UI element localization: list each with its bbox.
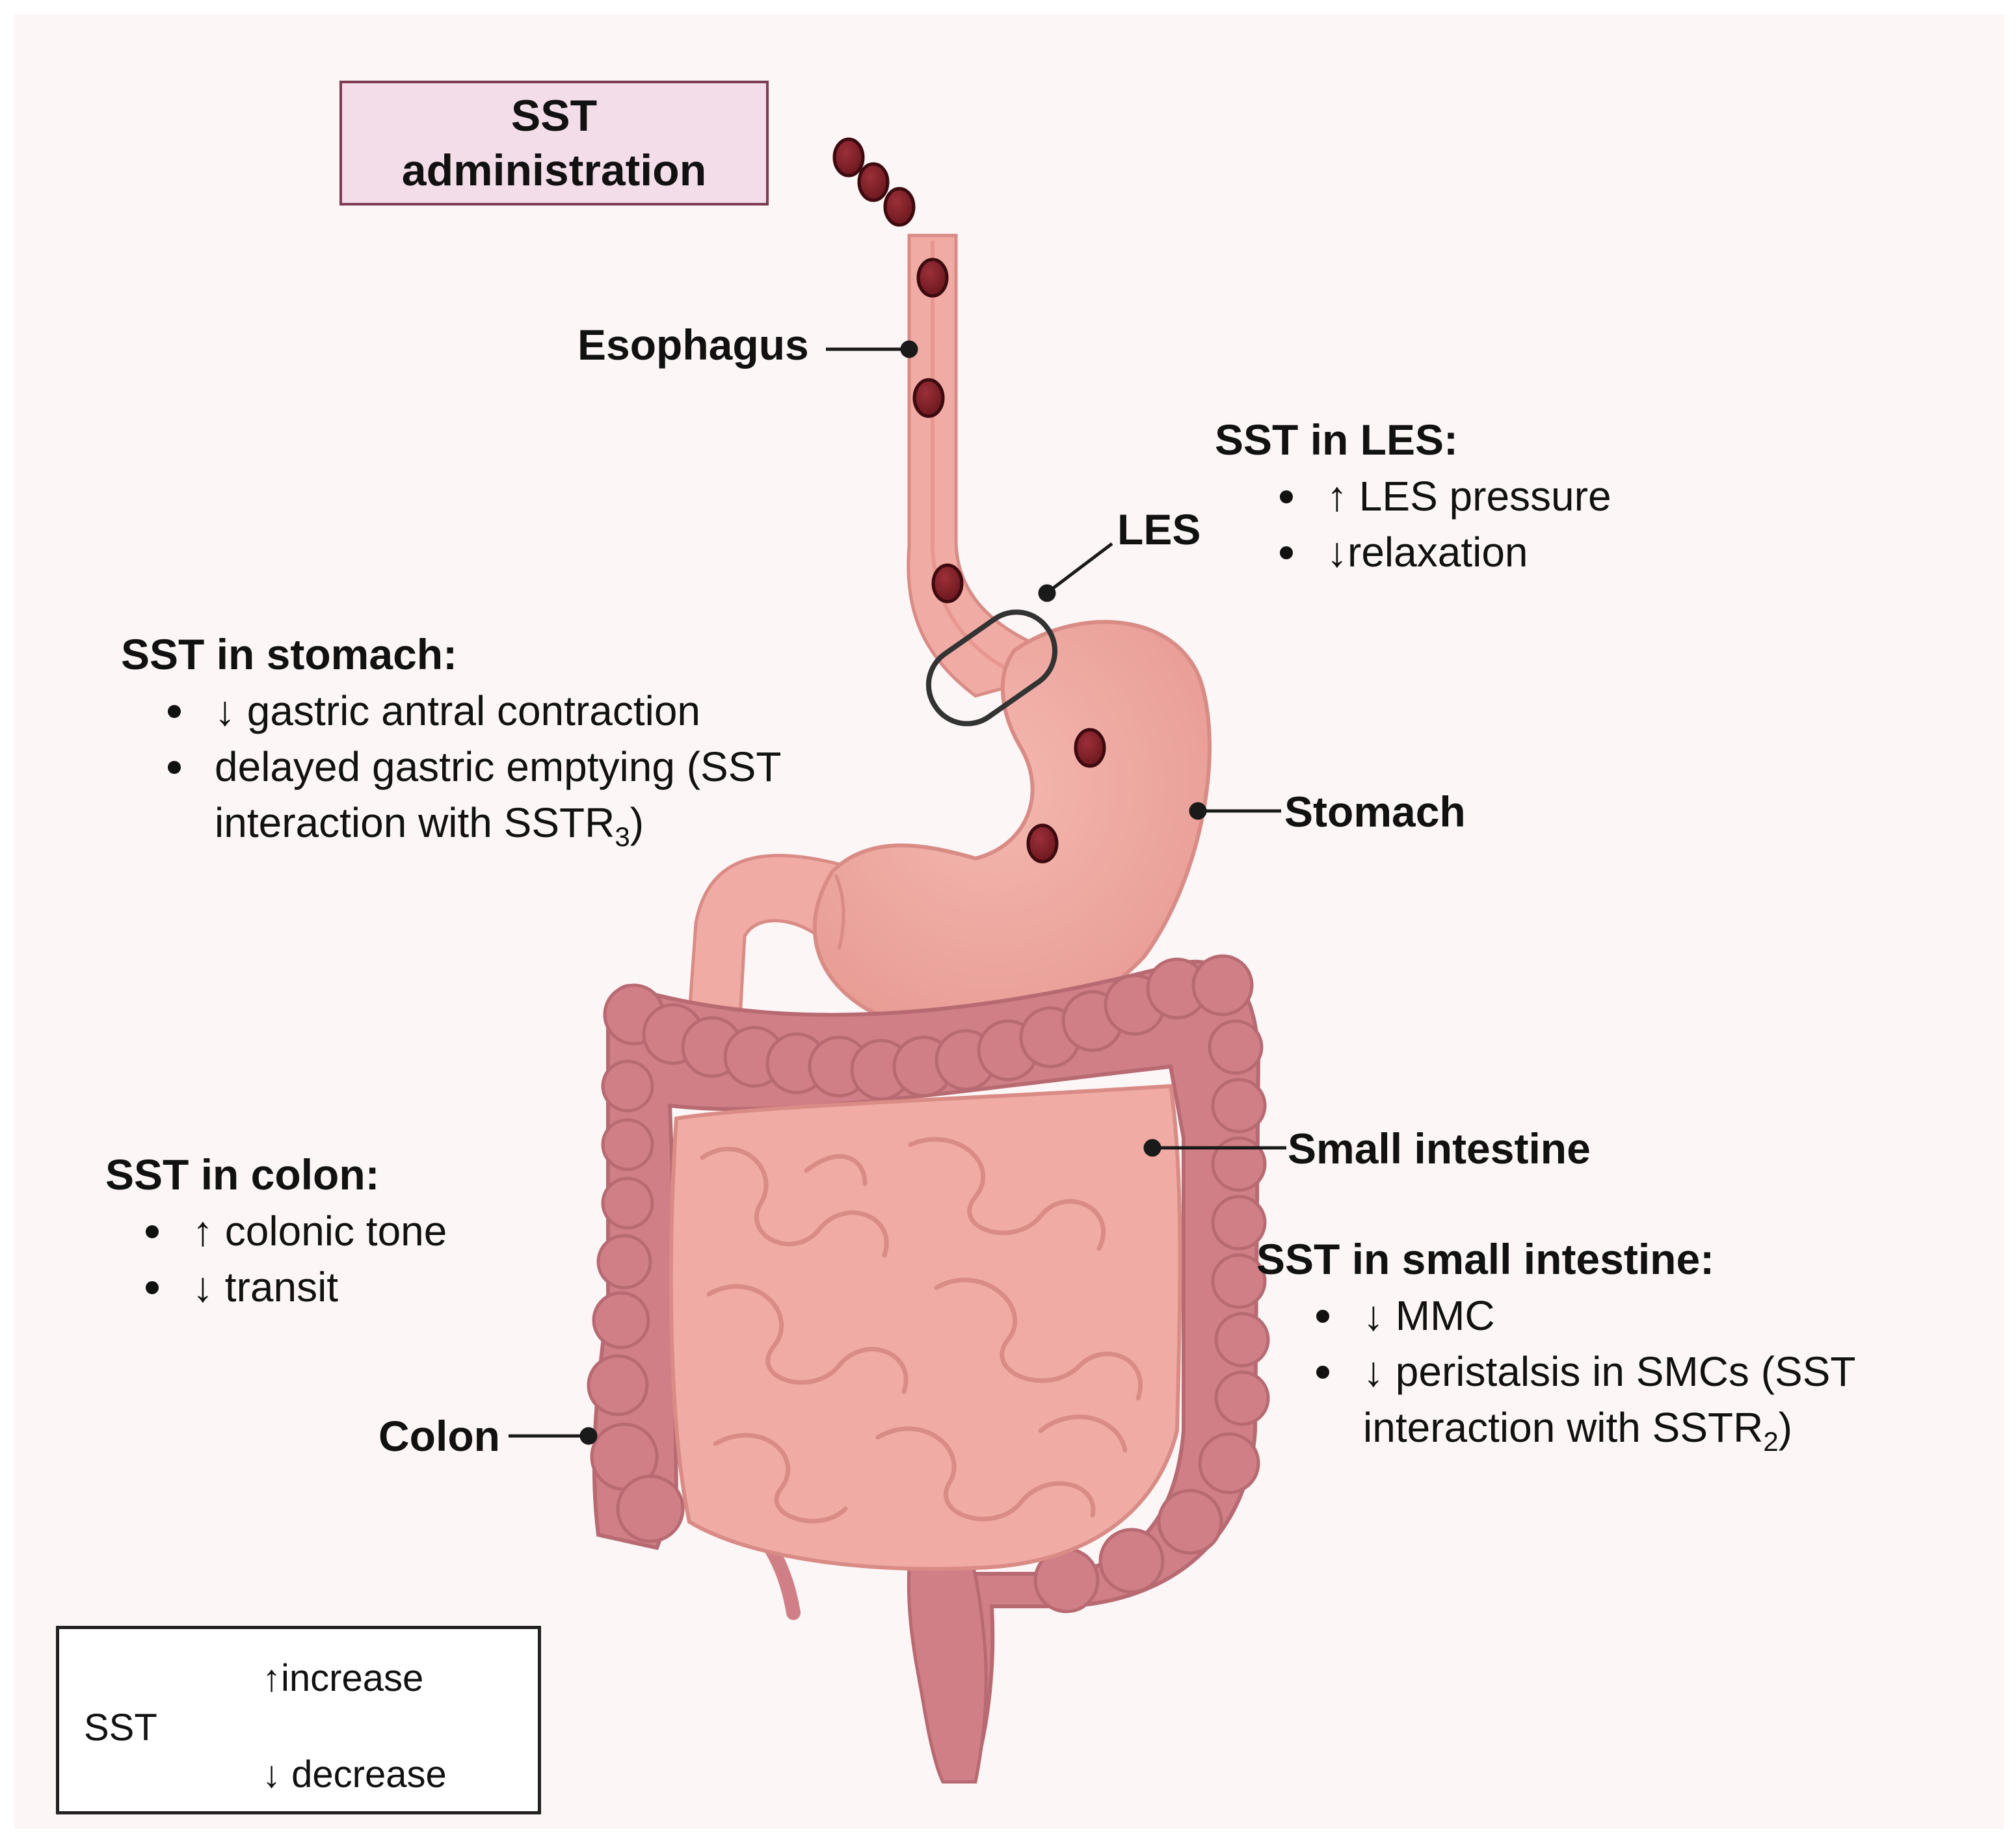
small-intestine-effect-item: ↓ MMC xyxy=(1298,1288,1855,1344)
small-intestine-label: Small intestine xyxy=(1288,1124,1591,1173)
colon-effects-title: SST in colon: xyxy=(105,1150,380,1199)
stomach-effects-title: SST in stomach: xyxy=(121,630,458,678)
les-effect-item: ↑ LES pressure xyxy=(1262,468,1611,524)
stomach-effect-text: ) xyxy=(630,799,644,846)
legend-decrease-label: ↓ decrease xyxy=(262,1753,447,1796)
small-intestine-effect-text: interaction with SSTR xyxy=(1363,1404,1764,1451)
leader-lines xyxy=(509,340,1286,1445)
colon-effects-block: SST in colon: ↑ colonic tone ↓ transit xyxy=(105,1150,447,1315)
les-effects-block: SST in LES: ↑ LES pressure ↓relaxation xyxy=(1215,415,1611,580)
stomach-effect-item: ↓ gastric antral contraction xyxy=(150,683,782,739)
legend-increase-label: ↑increase xyxy=(262,1657,424,1699)
sst-particle xyxy=(916,258,949,298)
les-ring xyxy=(925,609,1058,726)
small-intestine-effects-title: SST in small intestine: xyxy=(1256,1235,1715,1283)
colon-label: Colon xyxy=(378,1412,500,1460)
legend-sst-label: SST xyxy=(84,1706,157,1749)
small-intestine-effect-item: ↓ peristalsis in SMCs (SST interaction w… xyxy=(1298,1344,1855,1470)
stomach-effect-text: delayed gastric emptying (SST xyxy=(215,743,782,790)
les-label: LES xyxy=(1117,505,1201,553)
les-leader xyxy=(1047,542,1113,593)
stomach-effects-block: SST in stomach: ↓ gastric antral contrac… xyxy=(121,630,782,865)
stomach-label: Stomach xyxy=(1284,788,1466,836)
colon-effect-item: ↓ transit xyxy=(127,1259,447,1315)
rectum xyxy=(907,1546,988,1784)
small-intestine-loops xyxy=(700,1137,1143,1524)
small-intestine-effects-block: SST in small intestine: ↓ MMC ↓ peristal… xyxy=(1256,1234,1855,1470)
esophagus-label: Esophagus xyxy=(577,321,809,369)
les-effect-item: ↓relaxation xyxy=(1262,524,1611,580)
les-effects-title: SST in LES: xyxy=(1215,416,1459,464)
small-intestine-effect-text: ) xyxy=(1778,1404,1793,1451)
colon-effect-item: ↑ colonic tone xyxy=(127,1203,447,1259)
admin-line-2: administration xyxy=(401,146,707,195)
small-intestine-effect-text: ↓ peristalsis in SMCs (SST xyxy=(1363,1348,1856,1395)
stomach-effect-text: interaction with SSTR xyxy=(215,799,615,846)
sstr-subscript: 2 xyxy=(1763,1426,1779,1457)
sst-particle xyxy=(931,563,964,604)
stomach-effect-item: delayed gastric emptying (SST interactio… xyxy=(150,739,782,865)
stomach-body xyxy=(812,620,1212,1033)
sst-particle xyxy=(832,137,865,178)
sst-particle xyxy=(1026,823,1059,864)
sst-administration-box: SST administration xyxy=(339,81,769,206)
duodenum xyxy=(687,854,845,1020)
sst-particle xyxy=(857,162,890,202)
sst-particle xyxy=(1074,728,1106,768)
sst-particle xyxy=(912,378,945,418)
sstr-subscript: 3 xyxy=(615,821,630,852)
legend-box: SST ↑increase ↓ decrease xyxy=(56,1626,541,1814)
colon-haustra xyxy=(587,954,1270,1613)
pylorus-fold xyxy=(834,874,845,950)
admin-line-1: SST xyxy=(511,91,598,140)
sst-particle xyxy=(883,187,916,227)
esophagus-lumen-line xyxy=(931,241,1009,672)
small-intestine-mass xyxy=(669,1083,1182,1571)
